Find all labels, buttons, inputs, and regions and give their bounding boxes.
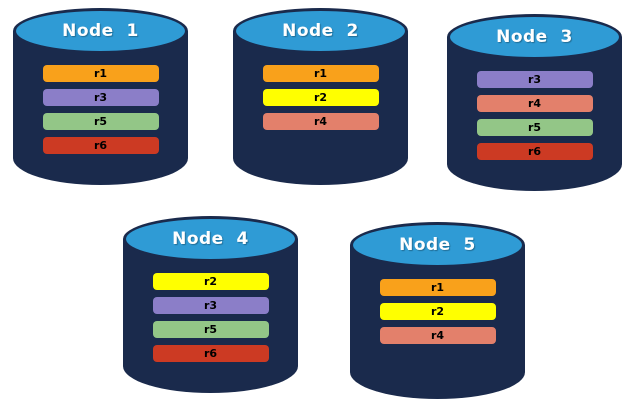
cylinder-top: Node 4 [123,216,298,262]
node-title: Node 1 [62,21,139,41]
cylinder-body [350,245,525,399]
db-node-node-2: Node 2 r1 r2 r4 [233,8,408,185]
db-node-node-4: Node 4 r2 r3 r5 r6 [123,216,298,393]
replica-bar-r3: r3 [476,71,593,88]
replica-bar-r1: r1 [42,65,159,82]
cylinder-body [447,37,622,191]
replica-bar-r3: r3 [152,297,269,314]
replica-bar-r4: r4 [476,95,593,112]
db-node-node-3: Node 3 r3 r4 r5 r6 [447,14,622,191]
cylinder-body [123,239,298,393]
replica-bar-r5: r5 [152,321,269,338]
replica-bar-r1: r1 [379,279,496,296]
replica-bar-r4: r4 [379,327,496,344]
db-node-node-5: Node 5 r1 r2 r4 [350,222,525,399]
replica-bar-r1: r1 [262,65,379,82]
cylinder-body [233,31,408,185]
cylinder-top: Node 3 [447,14,622,60]
replica-bar-r2: r2 [379,303,496,320]
replica-list: r1 r3 r5 r6 [42,65,159,154]
replica-bar-r6: r6 [42,137,159,154]
replica-bar-r5: r5 [476,119,593,136]
replica-bar-r2: r2 [152,273,269,290]
node-title: Node 2 [282,21,359,41]
cylinder-top: Node 5 [350,222,525,268]
replica-list: r2 r3 r5 r6 [152,273,269,362]
node-title: Node 5 [399,235,476,255]
replica-bar-r2: r2 [262,89,379,106]
node-title: Node 4 [172,229,249,249]
replica-bar-r4: r4 [262,113,379,130]
replica-bar-r5: r5 [42,113,159,130]
replica-list: r1 r2 r4 [262,65,379,130]
cylinder-top: Node 2 [233,8,408,54]
cylinder-body [13,31,188,185]
replica-bar-r3: r3 [42,89,159,106]
node-title: Node 3 [496,27,573,47]
replica-list: r3 r4 r5 r6 [476,71,593,160]
replica-list: r1 r2 r4 [379,279,496,344]
replica-bar-r6: r6 [476,143,593,160]
cylinder-top: Node 1 [13,8,188,54]
db-node-node-1: Node 1 r1 r3 r5 r6 [13,8,188,185]
replica-bar-r6: r6 [152,345,269,362]
